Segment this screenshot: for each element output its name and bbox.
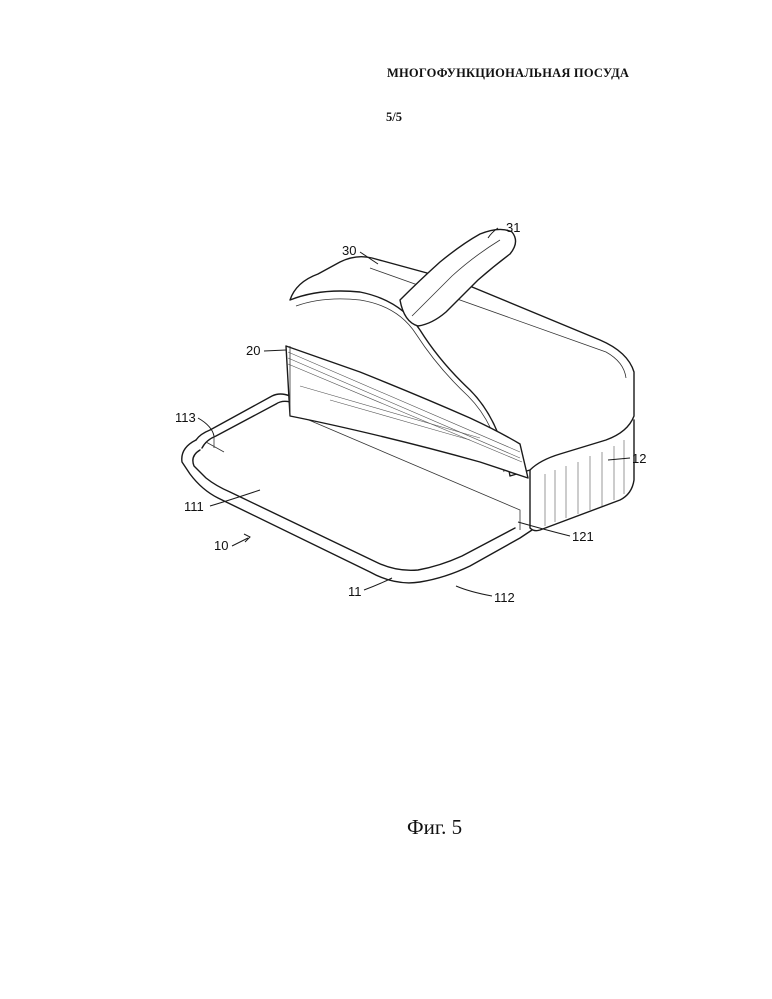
ref-label-31: 31 xyxy=(506,220,520,235)
ref-label-11: 11 xyxy=(348,584,362,599)
tray-back-rim xyxy=(196,394,290,440)
ref-label-121: 121 xyxy=(572,529,594,544)
ref-label-12: 12 xyxy=(632,451,646,466)
ref-label-10: 10 xyxy=(214,538,228,553)
ref-label-112: 112 xyxy=(494,590,515,605)
ref-label-113: 113 xyxy=(175,410,196,425)
ref-label-20: 20 xyxy=(246,343,260,358)
tray-inner-rim xyxy=(193,450,515,570)
figure-caption: Фиг. 5 xyxy=(407,815,462,840)
ref-label-111: 111 xyxy=(184,499,204,514)
ref-label-30: 30 xyxy=(342,243,356,258)
tray-back-rim-inner xyxy=(202,401,290,448)
